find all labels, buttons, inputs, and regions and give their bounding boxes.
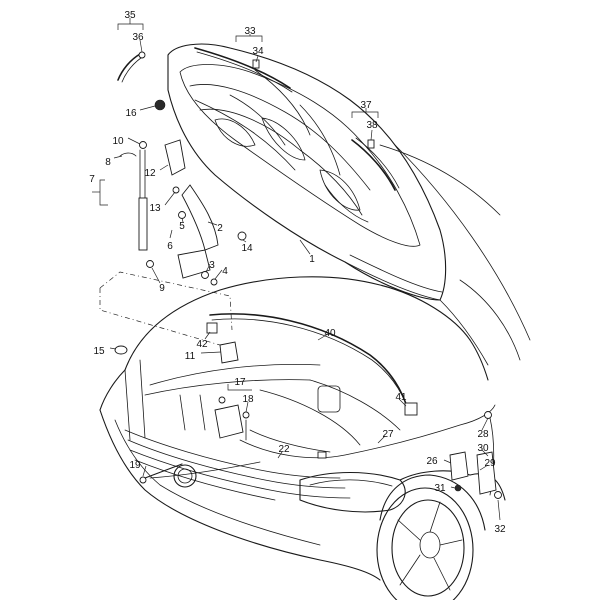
callout-36: 36 <box>132 32 144 43</box>
callout-26: 26 <box>426 456 438 467</box>
grommet-14 <box>237 231 247 241</box>
callout-6: 6 <box>167 241 173 252</box>
callout-8: 8 <box>105 157 111 168</box>
part-11 <box>219 341 239 364</box>
callout-18: 18 <box>242 394 254 405</box>
screw-31 <box>454 484 462 492</box>
car-body <box>99 144 531 581</box>
release-handle <box>449 451 502 499</box>
callout-40: 40 <box>324 328 336 339</box>
callout-1: 1 <box>309 254 315 265</box>
callout-5: 5 <box>179 221 185 232</box>
callout-16: 16 <box>125 108 137 119</box>
part-41 <box>404 402 418 416</box>
callout-29: 29 <box>484 458 496 469</box>
callout-2: 2 <box>217 223 223 234</box>
nut-32 <box>494 491 502 499</box>
callout-7: 7 <box>89 174 95 185</box>
bonnet-panel <box>167 43 501 301</box>
hood-seal-top <box>194 47 293 93</box>
leader-lines <box>109 18 501 521</box>
callout-31: 31 <box>434 483 446 494</box>
nut-16 <box>154 99 166 111</box>
bracket-29 <box>476 451 497 495</box>
strut-ball-9 <box>146 260 154 268</box>
seal-35 <box>117 51 146 83</box>
callout-10: 10 <box>112 136 124 147</box>
release-cables <box>149 404 496 496</box>
callout-11: 11 <box>185 351 196 362</box>
callout-3: 3 <box>209 260 215 271</box>
callout-27: 27 <box>382 429 394 440</box>
callout-12: 12 <box>144 168 156 179</box>
callout-28: 28 <box>477 429 489 440</box>
lever-19 <box>139 463 183 484</box>
bolt-18 <box>242 411 250 419</box>
front-wheel <box>376 474 486 600</box>
clip-38 <box>367 139 375 149</box>
group-brackets <box>92 179 233 346</box>
clip-34 <box>252 59 260 69</box>
callout-17: 17 <box>234 377 246 388</box>
hood-seal-side <box>351 137 400 191</box>
callout-15: 15 <box>93 346 105 357</box>
callout-4: 4 <box>222 266 228 277</box>
part-15 <box>114 345 128 355</box>
nut-3 <box>201 271 209 279</box>
callout-34: 34 <box>252 46 264 57</box>
gas-strut <box>119 141 154 268</box>
nut-5 <box>178 211 186 219</box>
clip-36 <box>138 51 146 59</box>
callout-42: 42 <box>196 339 208 350</box>
part-42 <box>206 322 218 334</box>
cable-clip <box>317 451 327 459</box>
bolt-13 <box>172 186 180 194</box>
callout-35: 35 <box>124 10 136 21</box>
callout-41: 41 <box>395 392 407 403</box>
callout-38: 38 <box>366 120 378 131</box>
callout-19: 19 <box>129 460 141 471</box>
nut-4 <box>210 278 218 286</box>
clip-28 <box>484 411 492 419</box>
strut-ball-10 <box>139 141 147 149</box>
callout-37: 37 <box>360 100 372 111</box>
latch-17 <box>214 396 250 441</box>
callout-13: 13 <box>149 203 161 214</box>
callout-9: 9 <box>159 283 165 294</box>
callout-33: 33 <box>244 26 256 37</box>
callout-22: 22 <box>278 444 290 455</box>
callout-14: 14 <box>241 243 253 254</box>
badge-emblem <box>173 464 197 488</box>
handle-26 <box>449 451 469 481</box>
hinge-assembly <box>154 99 247 286</box>
strut-body <box>138 197 148 251</box>
bay-seal-40 <box>209 313 411 416</box>
callout-32: 32 <box>494 524 506 535</box>
callout-30: 30 <box>477 443 489 454</box>
